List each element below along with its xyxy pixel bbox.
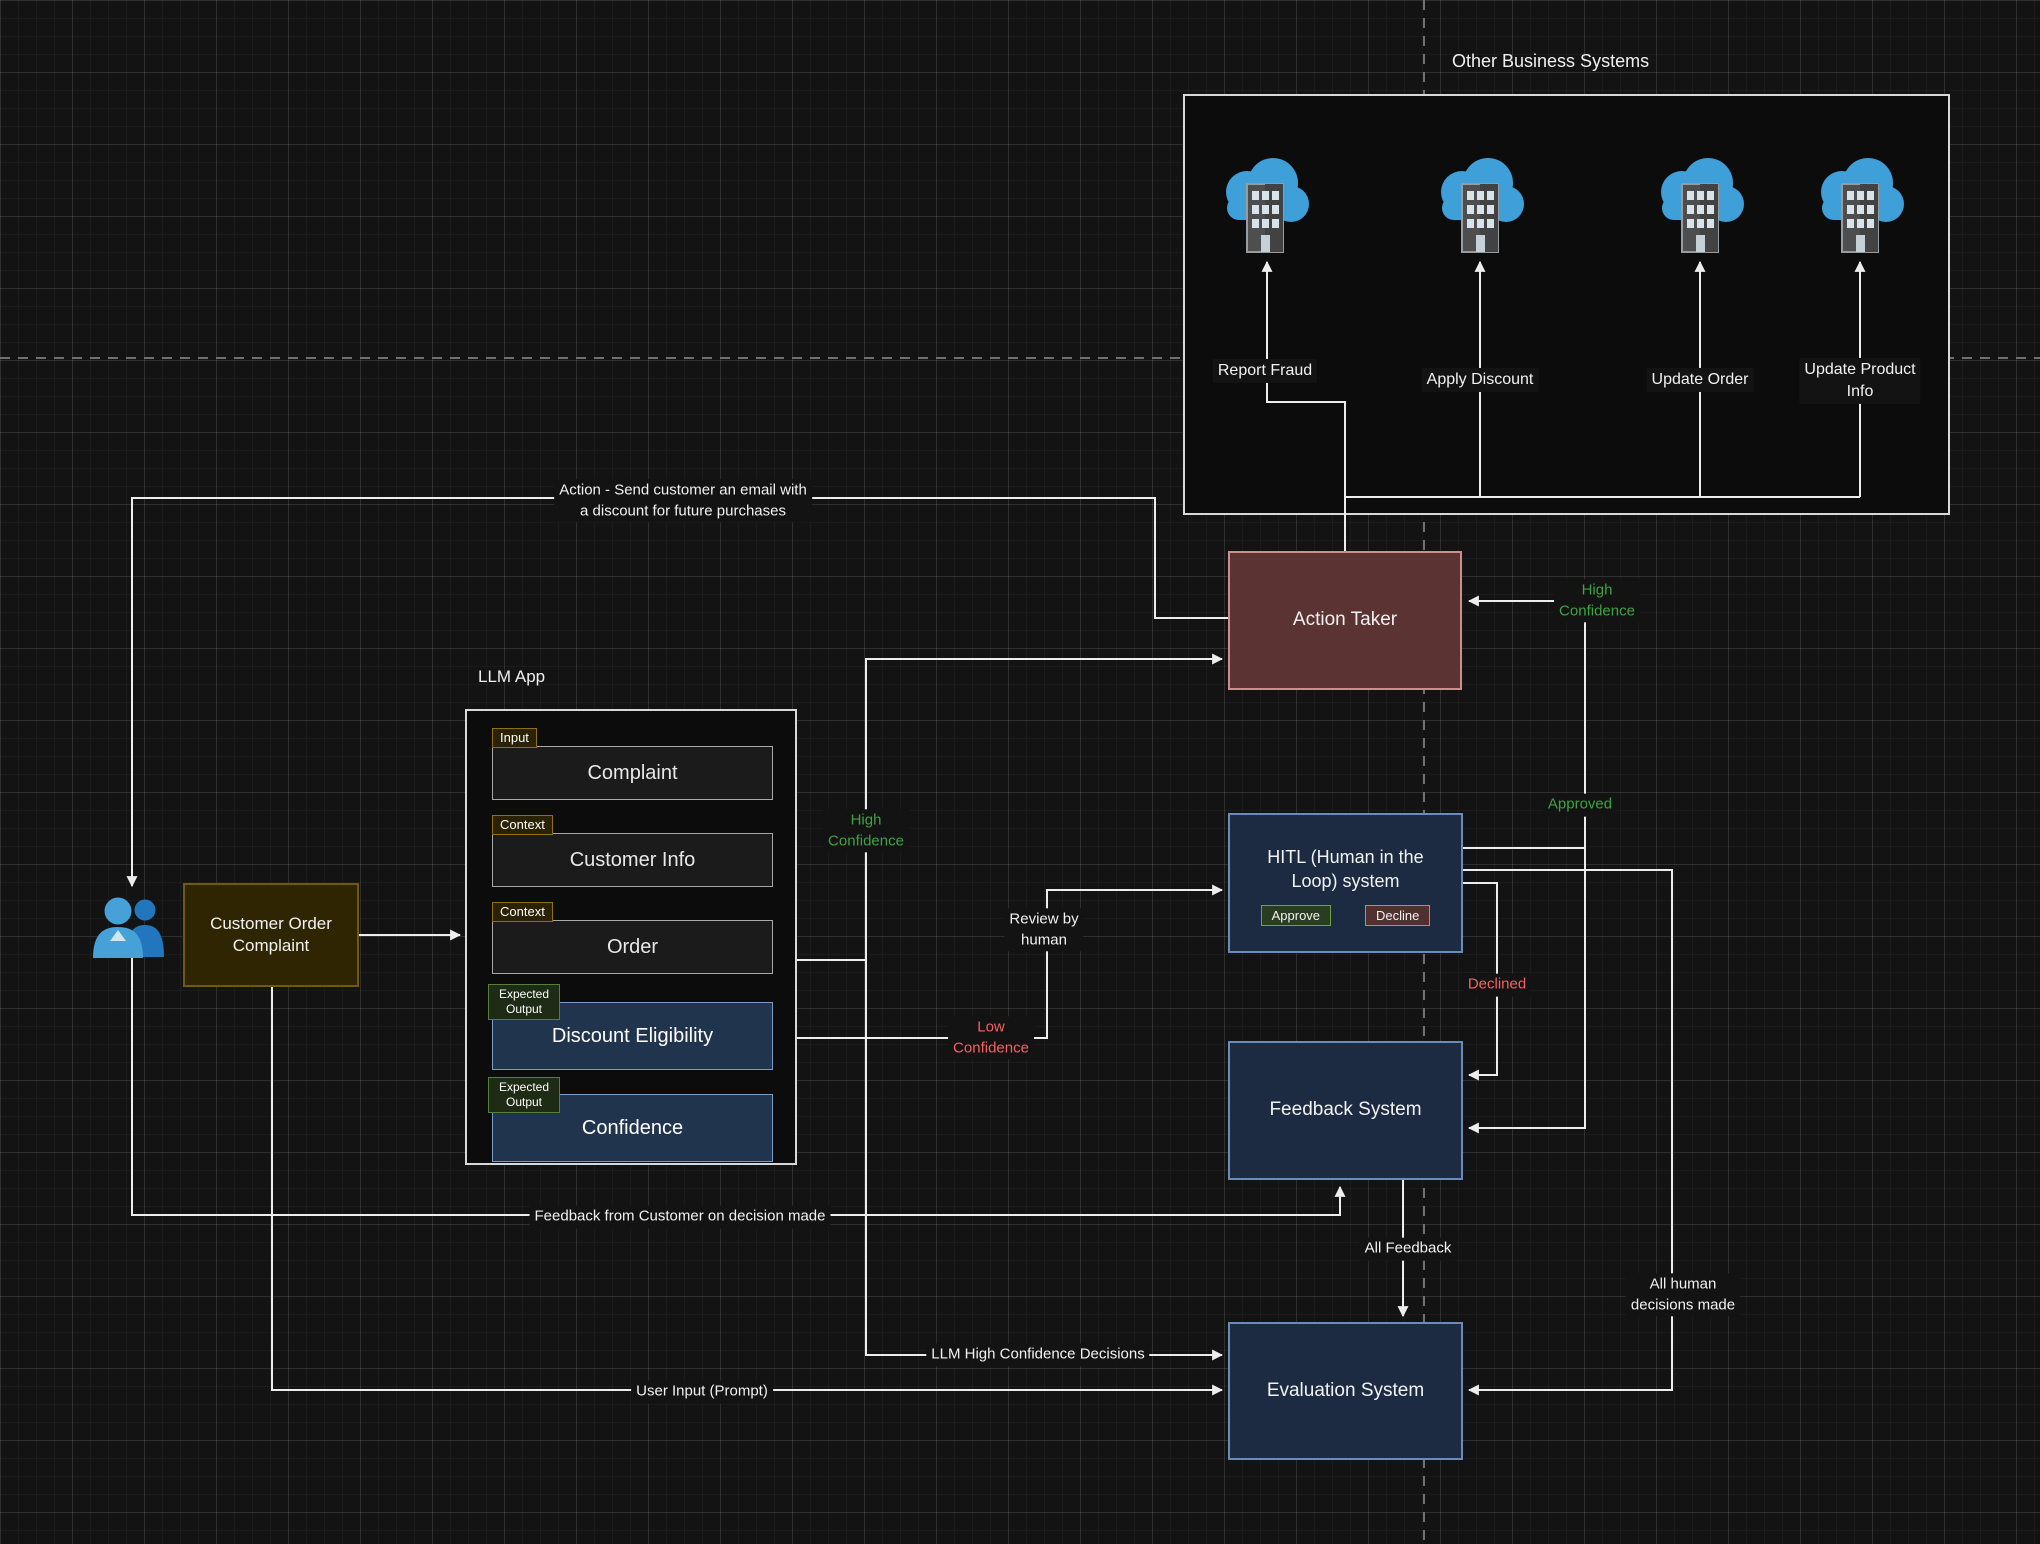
- customer-order-complaint-node[interactable]: Customer Order Complaint: [183, 883, 359, 987]
- label-update-product-info: Update Product Info: [1799, 358, 1920, 404]
- tag-expected-output-1[interactable]: Expected Output: [488, 984, 560, 1020]
- label-approved: Approved: [1543, 794, 1617, 817]
- label-low-confidence: Low Confidence: [948, 1016, 1034, 1059]
- node-label: Action Taker: [1293, 608, 1397, 633]
- label-llm-high-confidence-decisions: LLM High Confidence Decisions: [926, 1344, 1149, 1367]
- label-user-input-prompt: User Input (Prompt): [631, 1381, 773, 1404]
- evaluation-system-node[interactable]: Evaluation System: [1228, 1322, 1463, 1460]
- apply-discount-system-icon[interactable]: [1432, 158, 1528, 262]
- label-feedback-from-customer: Feedback from Customer on decision made: [530, 1206, 831, 1229]
- customers-icon: [92, 896, 168, 958]
- node-label: Customer Order Complaint: [196, 913, 346, 957]
- feedback-system-node[interactable]: Feedback System: [1228, 1041, 1463, 1180]
- label-update-order: Update Order: [1647, 368, 1754, 392]
- llm-row-label: Complaint: [587, 762, 677, 785]
- update-order-system-icon[interactable]: [1652, 158, 1748, 262]
- label-apply-discount: Apply Discount: [1422, 368, 1539, 392]
- tag-expected-output-2[interactable]: Expected Output: [488, 1077, 560, 1113]
- llm-row-order[interactable]: Order: [492, 920, 773, 974]
- hitl-badges: Approve Decline: [1261, 905, 1431, 926]
- decline-button[interactable]: Decline: [1365, 905, 1430, 926]
- tag-input[interactable]: Input: [492, 728, 537, 748]
- node-label: Feedback System: [1269, 1098, 1421, 1123]
- report-fraud-system-icon[interactable]: [1217, 158, 1313, 262]
- llm-row-label: Discount Eligibility: [552, 1025, 713, 1048]
- action-taker-node[interactable]: Action Taker: [1228, 551, 1462, 690]
- llm-row-label: Confidence: [582, 1117, 683, 1140]
- node-label: Evaluation System: [1267, 1379, 1424, 1404]
- approve-button[interactable]: Approve: [1261, 905, 1331, 926]
- label-high-confidence-llm: High Confidence: [823, 809, 909, 852]
- llm-row-label: Customer Info: [570, 849, 696, 872]
- label-action-email: Action - Send customer an email with a d…: [554, 479, 812, 522]
- tag-context-1[interactable]: Context: [492, 815, 553, 835]
- other-business-systems-title: Other Business Systems: [1452, 51, 1649, 72]
- llm-row-customer-info[interactable]: Customer Info: [492, 833, 773, 887]
- label-declined: Declined: [1463, 974, 1531, 997]
- llm-app-title: LLM App: [478, 667, 545, 687]
- llm-row-complaint[interactable]: Complaint: [492, 746, 773, 800]
- label-report-fraud: Report Fraud: [1213, 359, 1317, 383]
- hitl-node[interactable]: HITL (Human in the Loop) system Approve …: [1228, 813, 1463, 953]
- label-all-human-decisions: All human decisions made: [1626, 1273, 1740, 1316]
- label-all-feedback: All Feedback: [1360, 1238, 1457, 1261]
- node-label: HITL (Human in the Loop) system: [1246, 846, 1446, 893]
- label-review-by-human: Review by human: [1004, 908, 1083, 951]
- llm-app-container[interactable]: Input Complaint Context Customer Info Co…: [465, 709, 797, 1165]
- label-high-confidence-action-taker: High Confidence: [1554, 579, 1640, 622]
- edge-llm-high-conf-to-evaluation: [866, 960, 1222, 1355]
- llm-row-label: Order: [607, 936, 658, 959]
- tag-context-2[interactable]: Context: [492, 902, 553, 922]
- update-product-info-system-icon[interactable]: [1812, 158, 1908, 262]
